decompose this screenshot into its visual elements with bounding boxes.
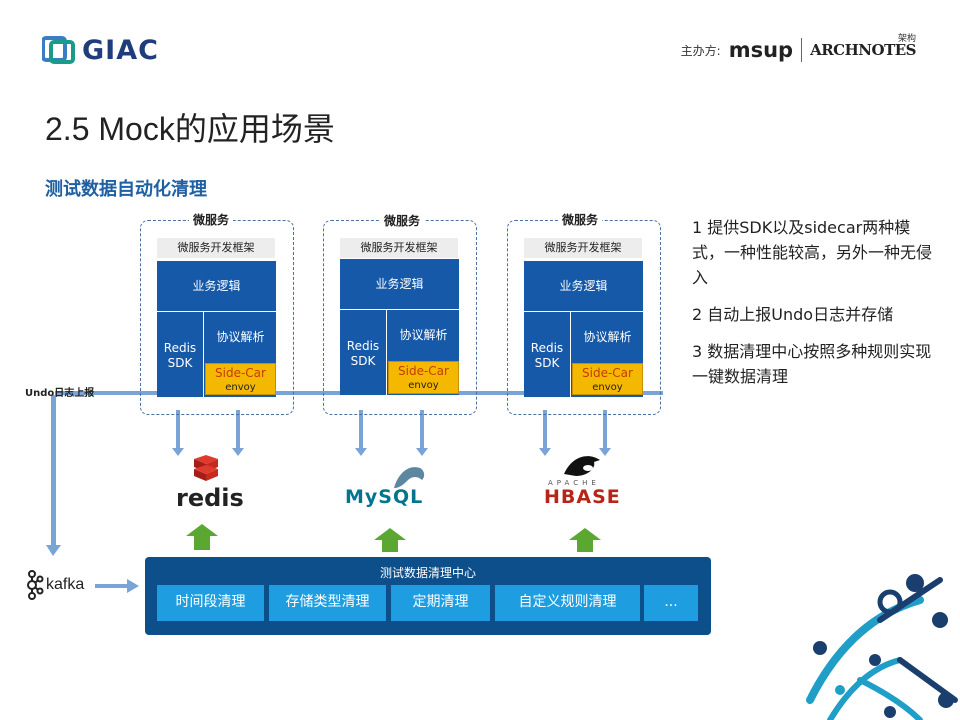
- microservice-framework-2: 微服务开发框架: [340, 238, 458, 258]
- note-item: 2 自动上报Undo日志并存储: [692, 305, 894, 324]
- microservice-label-3: 微服务: [558, 211, 603, 228]
- mysql-logo: MySQL: [345, 462, 435, 510]
- giac-logo: GIAC: [41, 33, 159, 67]
- undo-log-label: Undo日志上报: [25, 388, 95, 399]
- giac-logo-icon: [41, 35, 76, 65]
- archnotes-cn-label: 架构: [897, 34, 916, 44]
- business-logic-1: 业务逻辑: [157, 261, 276, 312]
- page-title: 2.5 Mock的应用场景: [45, 111, 335, 147]
- note-item: 3 数据清理中心按照多种规则实现一键数据清理: [692, 342, 932, 386]
- more-cleanup-button[interactable]: ...: [644, 585, 698, 621]
- sponsor-label: 主办方:: [680, 43, 721, 58]
- redis-logo: redis: [176, 455, 244, 513]
- sponsor-bar: 主办方: msup 架构 ARCHNOTES: [680, 34, 916, 62]
- microservice-label-1: 微服务: [189, 211, 234, 228]
- storage-type-cleanup-button[interactable]: 存储类型清理: [269, 585, 386, 621]
- microservice-label-2: 微服务: [380, 212, 425, 229]
- custom-rule-cleanup-button[interactable]: 自定义规则清理: [495, 585, 640, 621]
- business-logic-3: 业务逻辑: [524, 261, 643, 312]
- time-range-cleanup-button[interactable]: 时间段清理: [157, 585, 264, 621]
- kafka-logo: kafka: [24, 569, 84, 601]
- note-item: 1 提供SDK以及sidecar两种模式，一种性能较高，另外一种无侵入: [692, 218, 933, 287]
- protocol-parse-1: 协议解析: [216, 330, 265, 344]
- undo-down-arrow: [46, 545, 61, 556]
- green-up-arrows: [186, 524, 601, 552]
- kafka-arrow-head: [127, 579, 139, 593]
- protocol-parse-3: 协议解析: [583, 330, 632, 344]
- msup-logo: msup: [728, 38, 794, 62]
- mysql-dolphin-icon: [394, 467, 425, 488]
- mysql-logo-text: MySQL: [345, 486, 424, 508]
- undo-vertical-line: [51, 395, 56, 545]
- redis-cube-icon: [194, 455, 218, 481]
- hbase-apache-text: APACHE: [548, 479, 600, 487]
- giac-logo-text: GIAC: [82, 34, 159, 66]
- data-cleanup-center-title: 测试数据清理中心: [379, 566, 476, 580]
- kafka-logo-text: kafka: [46, 576, 85, 593]
- page-subtitle: 测试数据自动化清理: [45, 179, 207, 200]
- kafka-arrow-line: [95, 584, 127, 588]
- notes-list: 1 提供SDK以及sidecar两种模式，一种性能较高，另外一种无侵入 2 自动…: [692, 215, 942, 401]
- sponsor-divider: [801, 38, 803, 62]
- archnotes-logo: ARCHNOTES: [810, 41, 916, 59]
- hbase-logo-text: HBASE: [544, 486, 621, 508]
- kafka-icon: [27, 570, 44, 600]
- business-logic-2: 业务逻辑: [340, 259, 459, 310]
- scheduled-cleanup-button[interactable]: 定期清理: [391, 585, 490, 621]
- hbase-logo: APACHE HBASE: [542, 450, 622, 510]
- redis-logo-text: redis: [176, 484, 244, 512]
- microservice-framework-3: 微服务开发框架: [524, 238, 642, 258]
- microservice-framework-1: 微服务开发框架: [157, 238, 275, 258]
- decorative-nodes: [813, 574, 954, 718]
- protocol-parse-2: 协议解析: [399, 328, 448, 342]
- hbase-orca-icon: [564, 456, 600, 476]
